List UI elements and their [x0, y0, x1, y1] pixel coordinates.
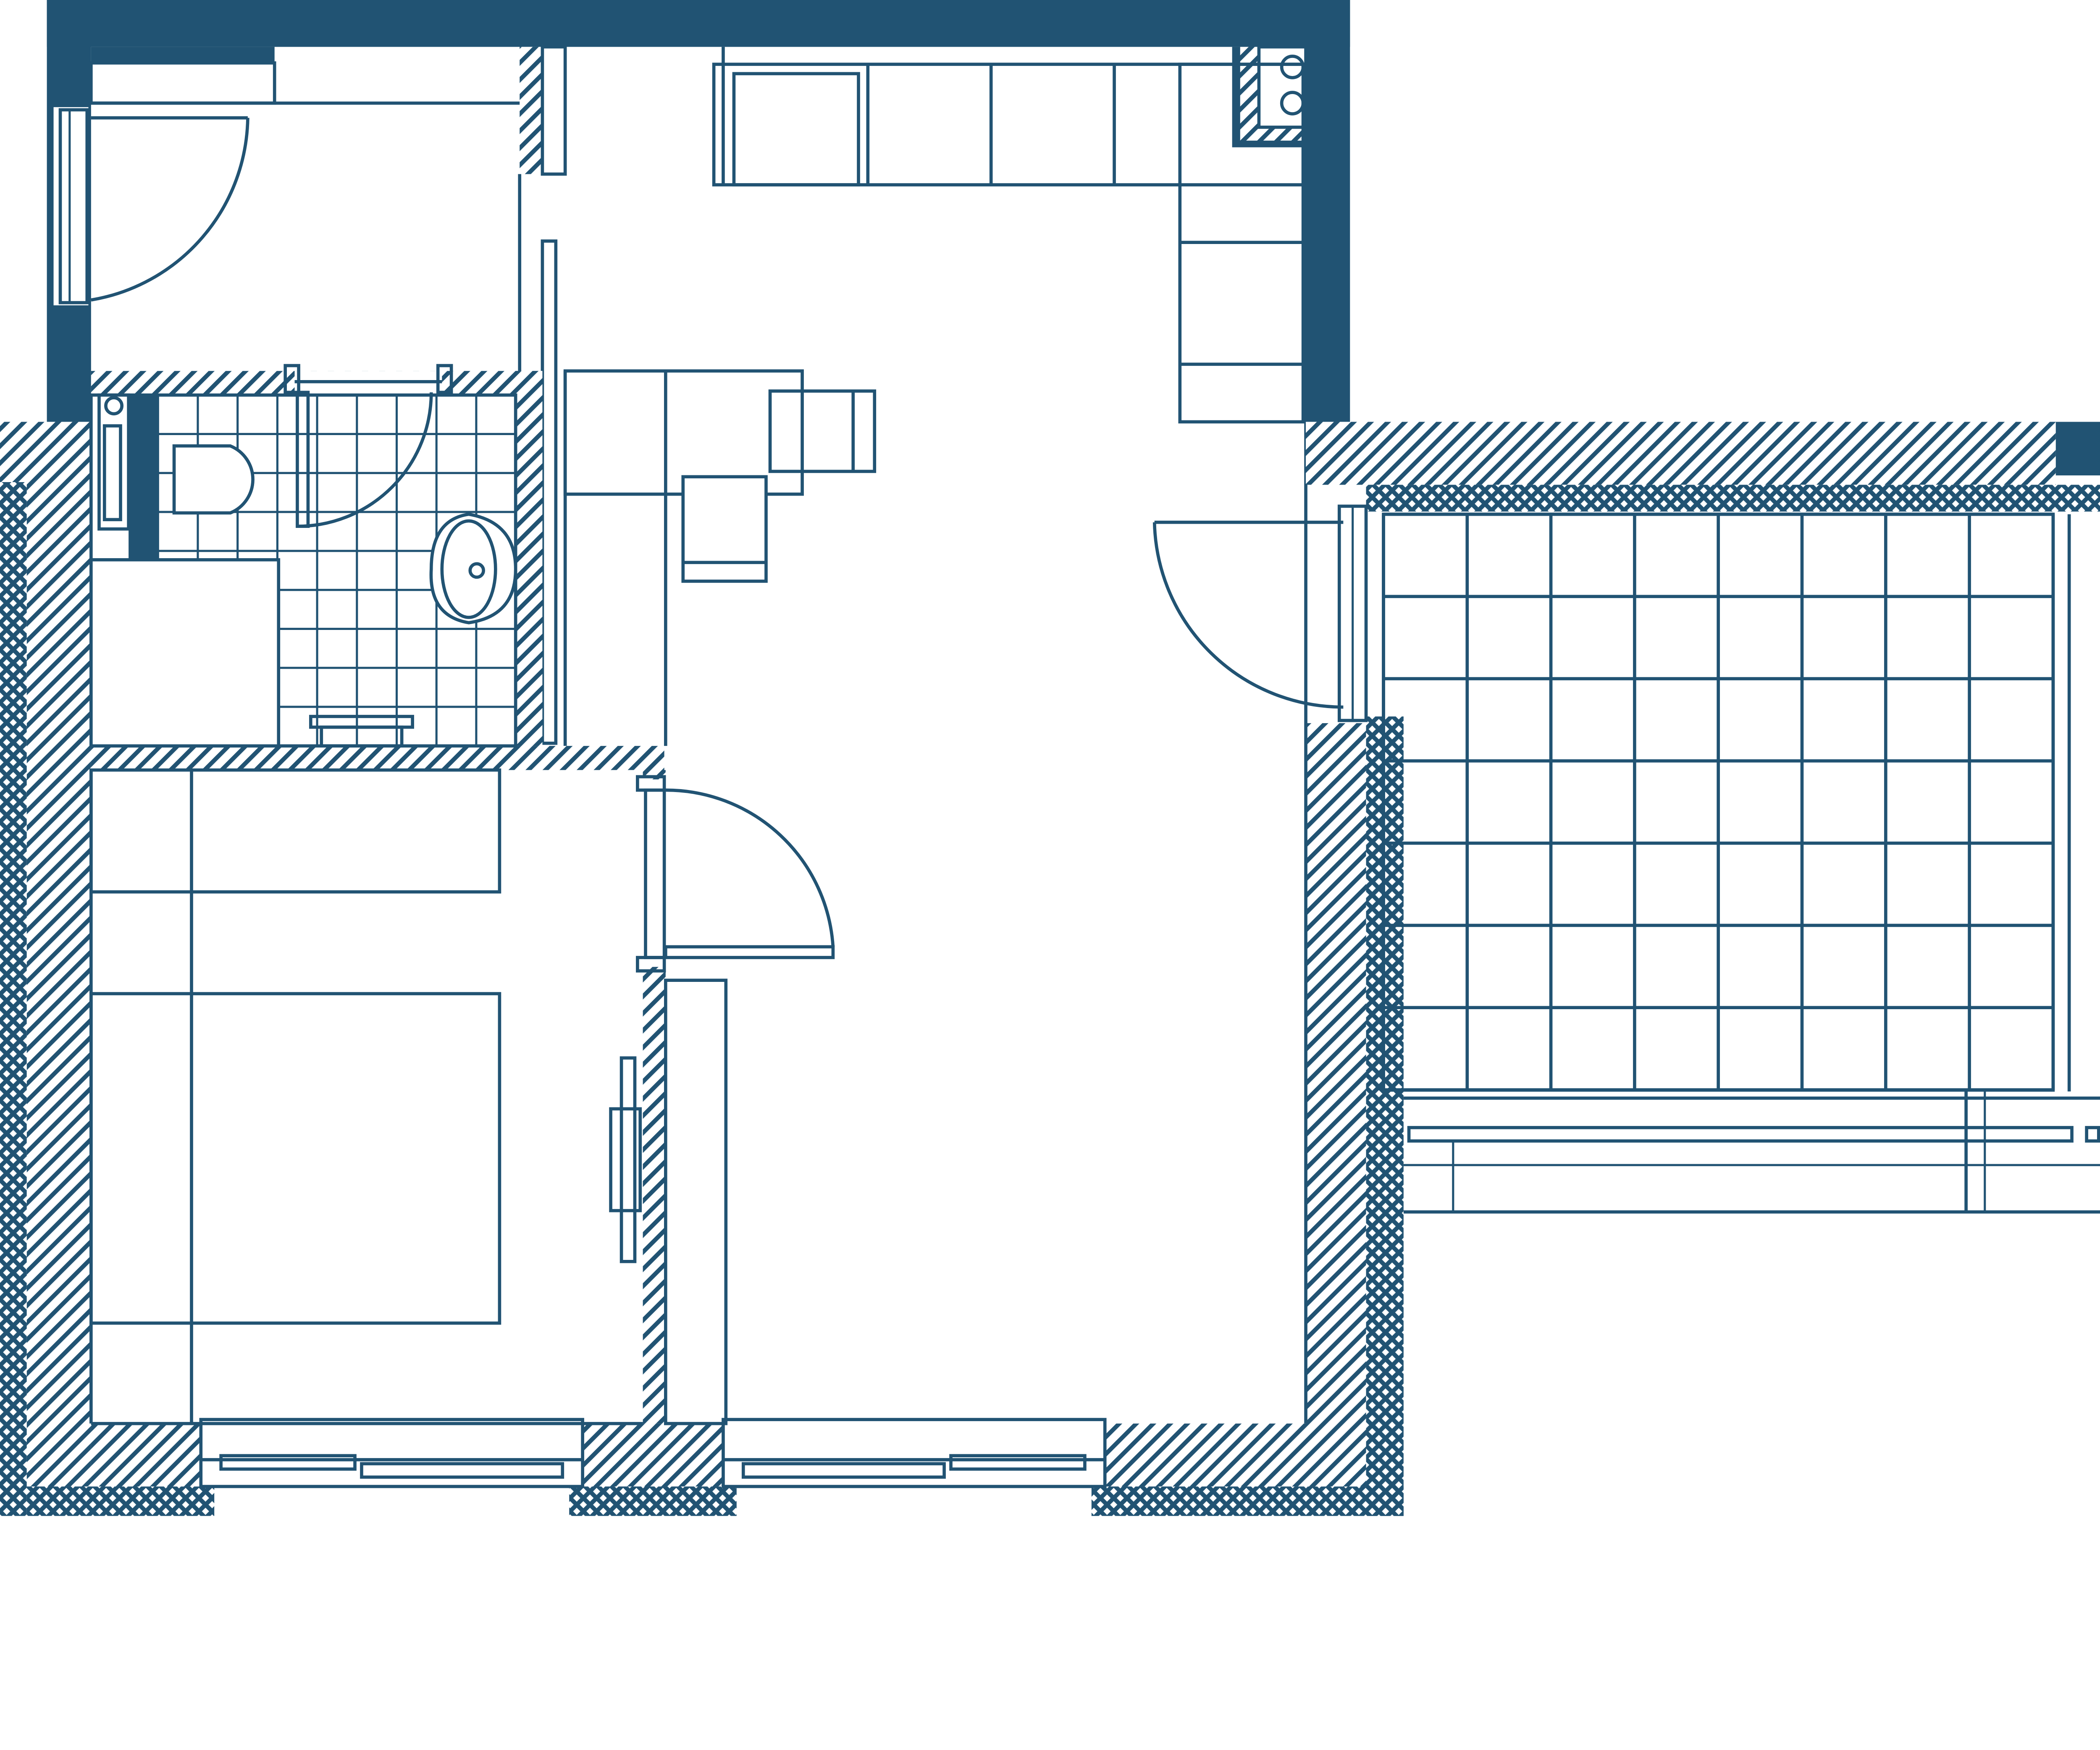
floor-plan	[0, 0, 2100, 1516]
bedroom	[89, 768, 728, 1425]
balcony-door[interactable]	[1152, 504, 1368, 722]
window-living	[722, 1418, 1107, 1488]
exterior-wall-right	[1304, 422, 1404, 1516]
bathroom	[89, 364, 664, 770]
window-bedroom	[199, 1418, 584, 1488]
bedroom-door[interactable]	[664, 788, 835, 959]
dining-table	[563, 369, 877, 746]
balcony	[1152, 422, 2100, 1214]
bed	[89, 992, 501, 1325]
balcony-railing	[1403, 1091, 2100, 1214]
shower-door[interactable]	[296, 391, 433, 528]
wall-radiator	[609, 1056, 642, 1263]
balcony-tiles	[1382, 512, 2055, 1091]
entrance-door[interactable]	[91, 116, 249, 302]
kitchen-counter	[712, 47, 1305, 424]
exterior-wall-left	[0, 422, 215, 1516]
toilet-icon	[97, 393, 255, 531]
wardrobe	[89, 768, 501, 1424]
exterior-wall-bottom	[91, 1418, 1404, 1516]
sink-icon	[429, 512, 517, 624]
